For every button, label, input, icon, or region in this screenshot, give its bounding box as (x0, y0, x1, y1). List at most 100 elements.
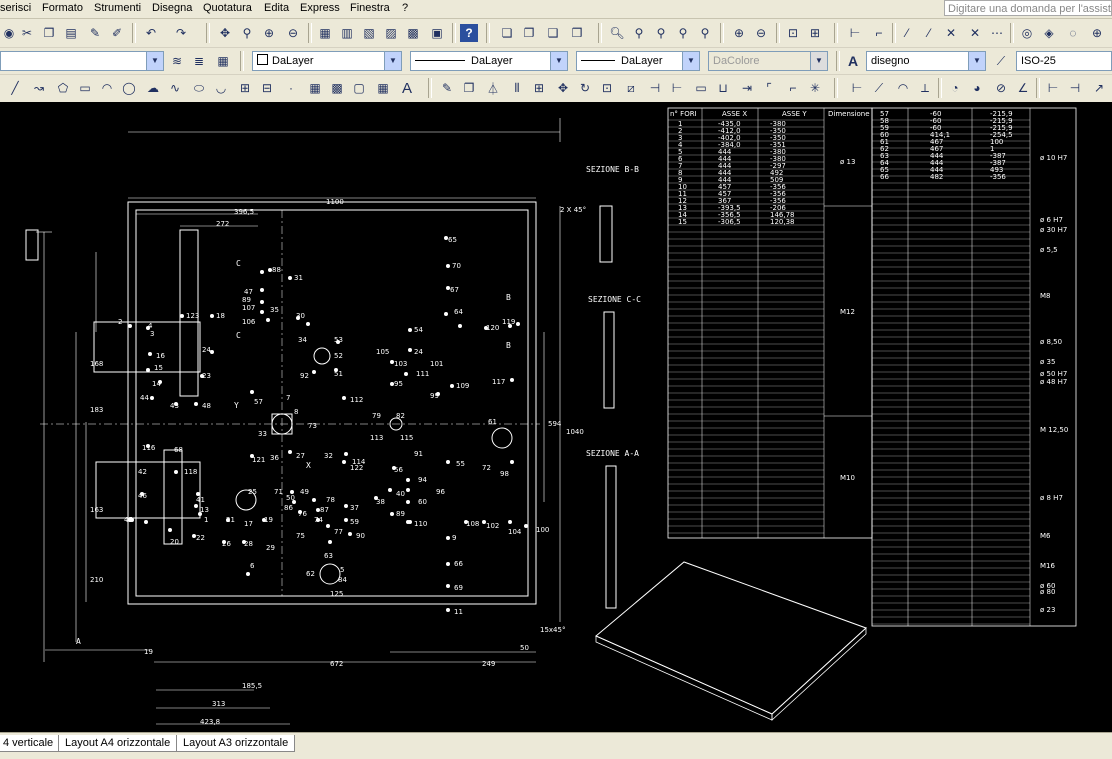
snap-quadrant-icon[interactable]: ◈ (1044, 26, 1054, 40)
zoom-previous-icon[interactable]: ⊖ (287, 26, 299, 40)
snap-apparent-icon[interactable]: ✕ (969, 26, 981, 40)
break-icon[interactable]: ▭ (695, 81, 707, 95)
region-icon[interactable]: ▢ (353, 81, 365, 95)
zoom-extents-icon[interactable]: ⊞ (809, 26, 821, 40)
snap-perpendicular-icon[interactable]: ⊕ (1091, 26, 1103, 40)
properties-icon[interactable]: ▦ (319, 26, 331, 40)
scale-icon[interactable]: ⊡ (601, 81, 613, 95)
fillet-icon[interactable]: ⌜ (766, 81, 772, 95)
color-combo[interactable]: DaColore▼ (708, 51, 828, 71)
offset-icon[interactable]: ⫴ (514, 80, 520, 95)
help-icon[interactable]: ? (460, 24, 478, 42)
menu-inserisci[interactable]: serisci (0, 2, 32, 14)
erase-icon[interactable]: ✎ (441, 81, 453, 95)
calculator-icon[interactable]: ▣ (431, 26, 443, 40)
zoom-icon[interactable]: 🔍︎ (609, 26, 625, 40)
paste-icon[interactable]: ▤ (65, 26, 77, 40)
dim-jogged-icon[interactable]: ◕ (973, 81, 981, 95)
layer-previous-icon[interactable]: ≣ (193, 54, 205, 68)
redo-icon[interactable]: ↷ (175, 26, 187, 40)
new-icon[interactable]: ◉ (3, 26, 15, 40)
menu-express[interactable]: Express (300, 2, 340, 14)
sheetset-icon[interactable]: ▨ (385, 26, 397, 40)
dim-aligned2-icon[interactable]: ⟋ (874, 80, 884, 95)
hatch-icon[interactable]: ▦ (309, 81, 321, 95)
snap-tangent-icon[interactable]: ◌ (1069, 26, 1077, 40)
polygon-icon[interactable]: ⬠ (57, 81, 69, 95)
brush-icon[interactable]: ✐ (111, 26, 123, 40)
dim-aligned-icon[interactable]: ⌐ (875, 26, 883, 40)
menu-formato[interactable]: Formato (42, 2, 83, 14)
arc-icon[interactable]: ◠ (101, 81, 113, 95)
layer-state-combo[interactable]: ▼ (0, 51, 164, 71)
circle-icon[interactable]: ◯ (122, 81, 136, 95)
mirror-icon[interactable]: ⏃ (486, 81, 499, 96)
spline-icon[interactable]: ∿ (169, 81, 181, 95)
zoom-in-icon[interactable]: ⊕ (733, 26, 745, 40)
menu-finestra[interactable]: Finestra (350, 2, 390, 14)
fillet2-icon[interactable]: ⌐ (789, 81, 797, 95)
dim-baseline-icon[interactable]: ⊢ (1047, 81, 1059, 95)
layer-manager-icon[interactable]: ≋ (171, 54, 183, 68)
zoom-realtime-icon[interactable]: ⚲ (242, 26, 252, 40)
insert-block-icon[interactable]: ⊞ (239, 81, 251, 95)
dim-angular-icon[interactable]: ∠ (1017, 81, 1029, 95)
ellipse-arc-icon[interactable]: ◡ (215, 81, 227, 95)
table-icon[interactable]: ▦ (377, 81, 389, 95)
matchprop-icon[interactable]: ✎ (89, 26, 101, 40)
linetype-combo[interactable]: DaLayer▼ (410, 51, 568, 71)
undo-icon[interactable]: ↶ (145, 26, 157, 40)
zoom-center-icon[interactable]: ⚲ (678, 26, 688, 40)
zoom-dynamic-icon[interactable]: ⚲ (634, 26, 644, 40)
ellipse-icon[interactable]: ⬭ (193, 80, 205, 95)
join-icon[interactable]: ⊔ (718, 81, 728, 95)
move-icon[interactable]: ✥ (557, 81, 569, 95)
menu-quotatura[interactable]: Quotatura (203, 2, 252, 14)
designcenter-icon[interactable]: ▥ (341, 26, 353, 40)
snap-intersection-icon[interactable]: ✕ (945, 26, 957, 40)
explode-icon[interactable]: ✳ (809, 81, 821, 95)
window-cascade-icon[interactable]: ❏ (501, 26, 513, 40)
dim-leader-icon[interactable]: ↗ (1093, 81, 1105, 95)
snap-endpoint-icon[interactable]: ⁄ (905, 26, 908, 40)
make-block-icon[interactable]: ⊟ (261, 81, 273, 95)
zoom-window-icon[interactable]: ⊕ (263, 26, 275, 40)
gradient-icon[interactable]: ▩ (331, 81, 343, 95)
menu-disegna[interactable]: Disegna (152, 2, 193, 14)
lineweight-combo[interactable]: DaLayer▼ (576, 51, 700, 71)
snap-extension-icon[interactable]: ⋯ (991, 26, 1003, 40)
copy-object-icon[interactable]: ❐ (463, 81, 475, 95)
trim-icon[interactable]: ⊣ (649, 81, 661, 95)
rectangle-icon[interactable]: ▭ (79, 81, 91, 95)
layer-combo[interactable]: DaLayer▼ (252, 51, 402, 71)
window-tile-v-icon[interactable]: ❑ (547, 26, 559, 40)
window-arrange-icon[interactable]: ❒ (571, 26, 583, 40)
dim-style-icon[interactable]: ⟋ (996, 53, 1006, 68)
window-tile-h-icon[interactable]: ❐ (523, 26, 535, 40)
zoom-scale-icon[interactable]: ⚲ (656, 26, 666, 40)
cut-icon[interactable]: ✂ (21, 26, 33, 40)
dimstyle-combo[interactable]: ISO-25 (1016, 51, 1112, 71)
copy-icon[interactable]: ❐ (43, 26, 55, 40)
menu-edita[interactable]: Edita (264, 2, 290, 14)
dim-radius-icon[interactable]: ◔ (951, 81, 959, 95)
zoom-all-icon[interactable]: ⊡ (787, 26, 799, 40)
toolpalette-icon[interactable]: ▧ (363, 26, 375, 40)
dim-arc-icon[interactable]: ◠ (897, 81, 909, 95)
dim-diameter-icon[interactable]: ⊘ (995, 81, 1007, 95)
tab-a4-orizzontale[interactable]: Layout A4 orizzontale (58, 735, 178, 752)
extend-icon[interactable]: ⊢ (671, 81, 683, 95)
zoom-object-icon[interactable]: ⚲ (700, 26, 710, 40)
dimension-icon[interactable]: ⊢ (851, 81, 863, 95)
rotate-icon[interactable]: ↻ (579, 81, 591, 95)
menu-strumenti[interactable]: Strumenti (94, 2, 142, 14)
text-icon[interactable]: A (401, 79, 412, 97)
point-icon[interactable]: · (289, 81, 293, 95)
zoom-out-icon[interactable]: ⊖ (755, 26, 767, 40)
markup-icon[interactable]: ▩ (407, 26, 419, 40)
dim-continue-icon[interactable]: ⊣ (1069, 81, 1081, 95)
snap-midpoint-icon[interactable]: ⁄ (927, 26, 930, 40)
menu-help[interactable]: ? (402, 2, 409, 14)
line-icon[interactable]: ╱ (11, 81, 19, 95)
